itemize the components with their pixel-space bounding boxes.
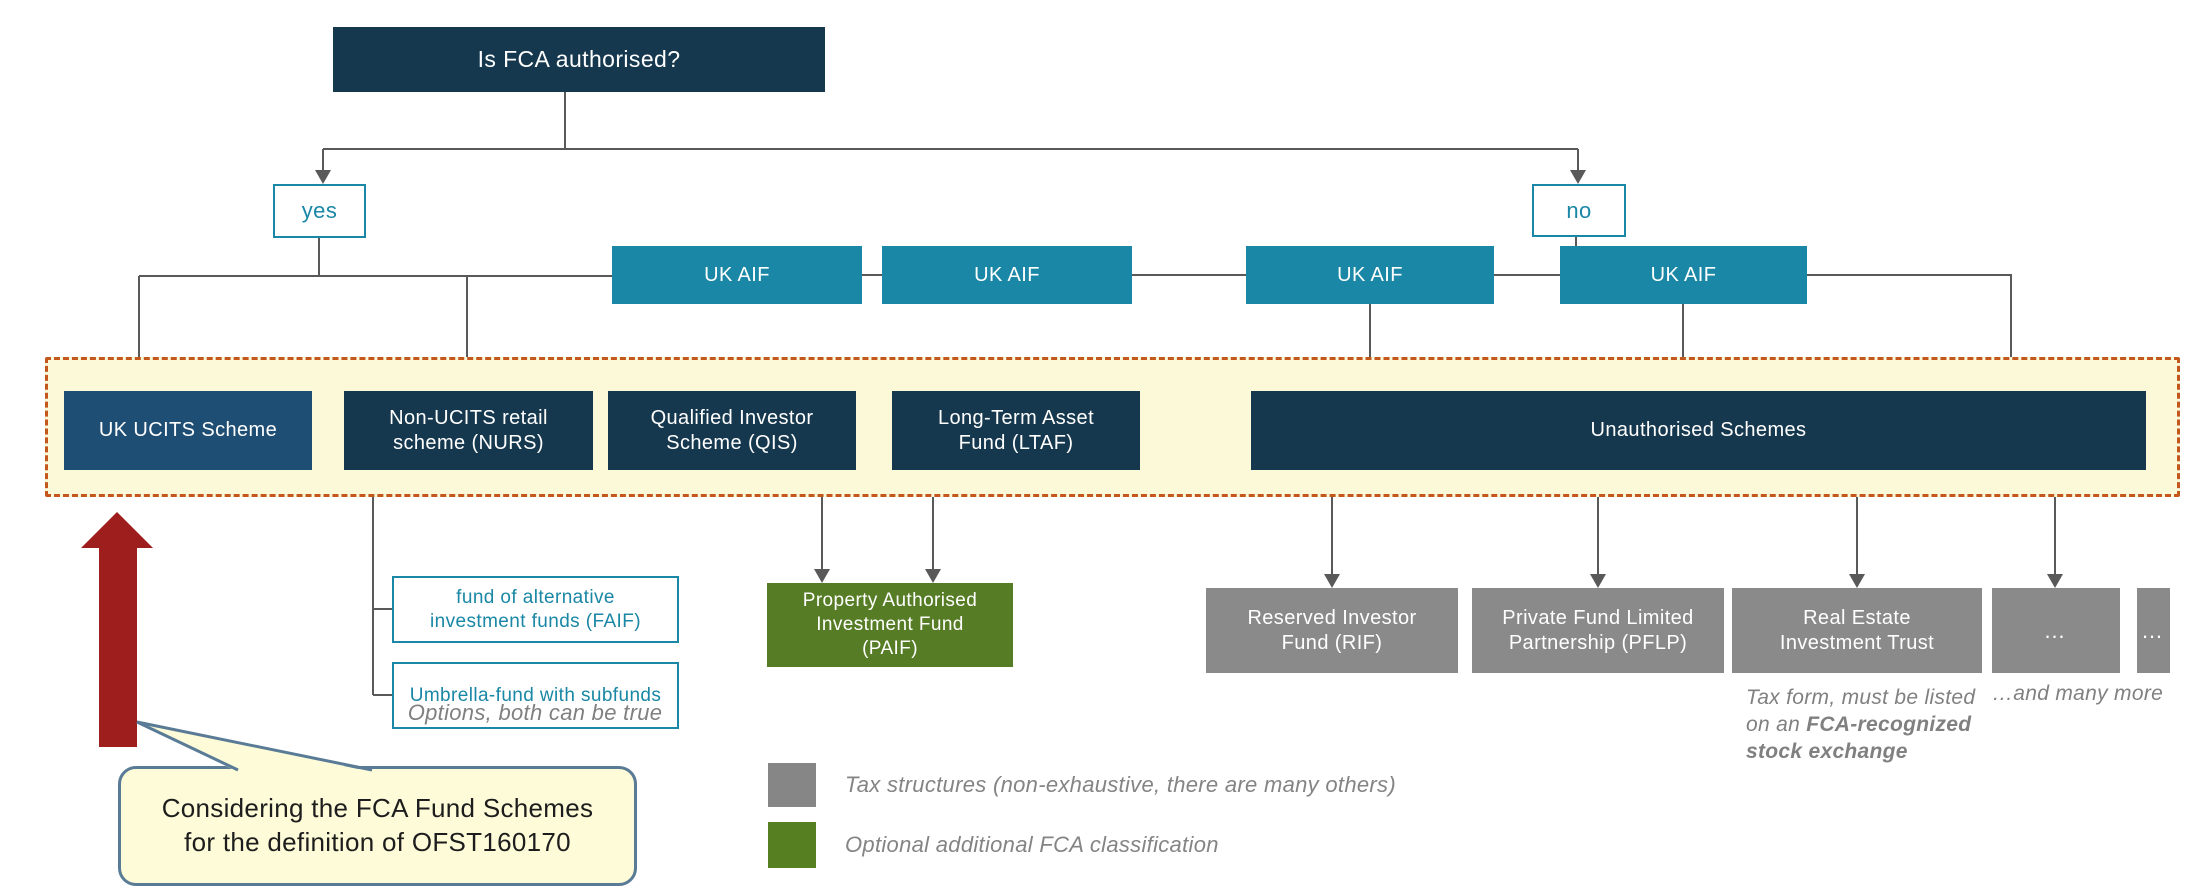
callout-line-1: Considering the FCA Fund Schemes xyxy=(161,793,594,824)
legend-gray-label: Tax structures (non-exhaustive, there ar… xyxy=(845,772,1396,797)
callout-bubble: Considering the FCA Fund Schemes for the… xyxy=(118,766,637,886)
ltaf-label: Long-Term Asset Fund (LTAF) xyxy=(937,406,1095,454)
uk-aif-label-2: UK AIF xyxy=(974,263,1040,286)
rif-label: Reserved Investor Fund (RIF) xyxy=(1247,606,1417,654)
uk-aif-box-3: UK AIF xyxy=(1246,246,1494,304)
more-structures-label: … xyxy=(2043,617,2069,643)
nurs-box: Non-UCITS retail scheme (NURS) xyxy=(344,391,593,470)
options-note: Options, both can be true xyxy=(407,700,663,725)
more-structures-edge-label: … xyxy=(2141,617,2166,643)
uk-ucits-scheme-label: UK UCITS Scheme xyxy=(98,419,278,441)
red-up-arrow xyxy=(81,512,153,747)
root-question-box: Is FCA authorised? xyxy=(333,27,825,92)
pflp-label: Private Fund Limited Partnership (PFLP) xyxy=(1502,606,1694,654)
yes-box: yes xyxy=(273,184,366,238)
root-question-label: Is FCA authorised? xyxy=(477,46,681,73)
legend-gray-swatch xyxy=(768,763,816,807)
unauthorised-schemes-box: Unauthorised Schemes xyxy=(1251,391,2146,470)
legend-green-label: Optional additional FCA classification xyxy=(845,832,1219,857)
no-label: no xyxy=(1566,197,1592,223)
umbrella-fund-option-label: Umbrella-fund with subfunds xyxy=(409,684,662,706)
uk-aif-box-2: UK AIF xyxy=(882,246,1132,304)
reit-label: Real Estate Investment Trust xyxy=(1779,606,1935,654)
paif-box: Property Authorised Investment Fund (PAI… xyxy=(767,583,1013,667)
reit-footnote: Tax form, must be listed on an FCA-recog… xyxy=(1746,685,1976,766)
reit-footnote-normal: Tax form, must be listed on an xyxy=(1746,686,1976,736)
more-structures-edge-box: … xyxy=(2137,588,2170,673)
callout-line-2: for the definition of OFST160170 xyxy=(184,827,571,857)
uk-aif-label-3: UK AIF xyxy=(1337,263,1403,286)
uk-aif-box-4: UK AIF xyxy=(1560,246,1807,304)
umbrella-fund-option-box: Umbrella-fund with subfunds xyxy=(392,662,679,729)
many-more-note: …and many more xyxy=(1992,682,2164,705)
uk-ucits-scheme-box: UK UCITS Scheme xyxy=(64,391,312,470)
callout-tail xyxy=(137,722,372,772)
reit-footnote-bold: FCA-recognized stock exchange xyxy=(1746,712,1972,763)
faif-option-box: fund of alternative investment funds (FA… xyxy=(392,576,679,643)
uk-aif-box-1: UK AIF xyxy=(612,246,862,304)
ltaf-box: Long-Term Asset Fund (LTAF) xyxy=(892,391,1140,470)
more-structures-box: … xyxy=(1992,588,2120,673)
qis-label: Qualified Investor Scheme (QIS) xyxy=(650,406,814,454)
uk-aif-label-1: UK AIF xyxy=(704,263,770,286)
legend-green-swatch xyxy=(768,822,816,868)
yes-label: yes xyxy=(301,198,338,224)
nurs-label: Non-UCITS retail scheme (NURS) xyxy=(389,406,548,454)
paif-label: Property Authorised Investment Fund (PAI… xyxy=(802,590,978,659)
unauthorised-schemes-label: Unauthorised Schemes xyxy=(1590,419,1807,441)
rif-box: Reserved Investor Fund (RIF) xyxy=(1206,588,1458,673)
no-box: no xyxy=(1532,184,1626,237)
faif-option-label: fund of alternative investment funds (FA… xyxy=(430,586,641,632)
uk-aif-label-4: UK AIF xyxy=(1650,263,1717,286)
reit-box: Real Estate Investment Trust xyxy=(1732,588,1982,673)
qis-box: Qualified Investor Scheme (QIS) xyxy=(608,391,856,470)
pflp-box: Private Fund Limited Partnership (PFLP) xyxy=(1472,588,1724,673)
